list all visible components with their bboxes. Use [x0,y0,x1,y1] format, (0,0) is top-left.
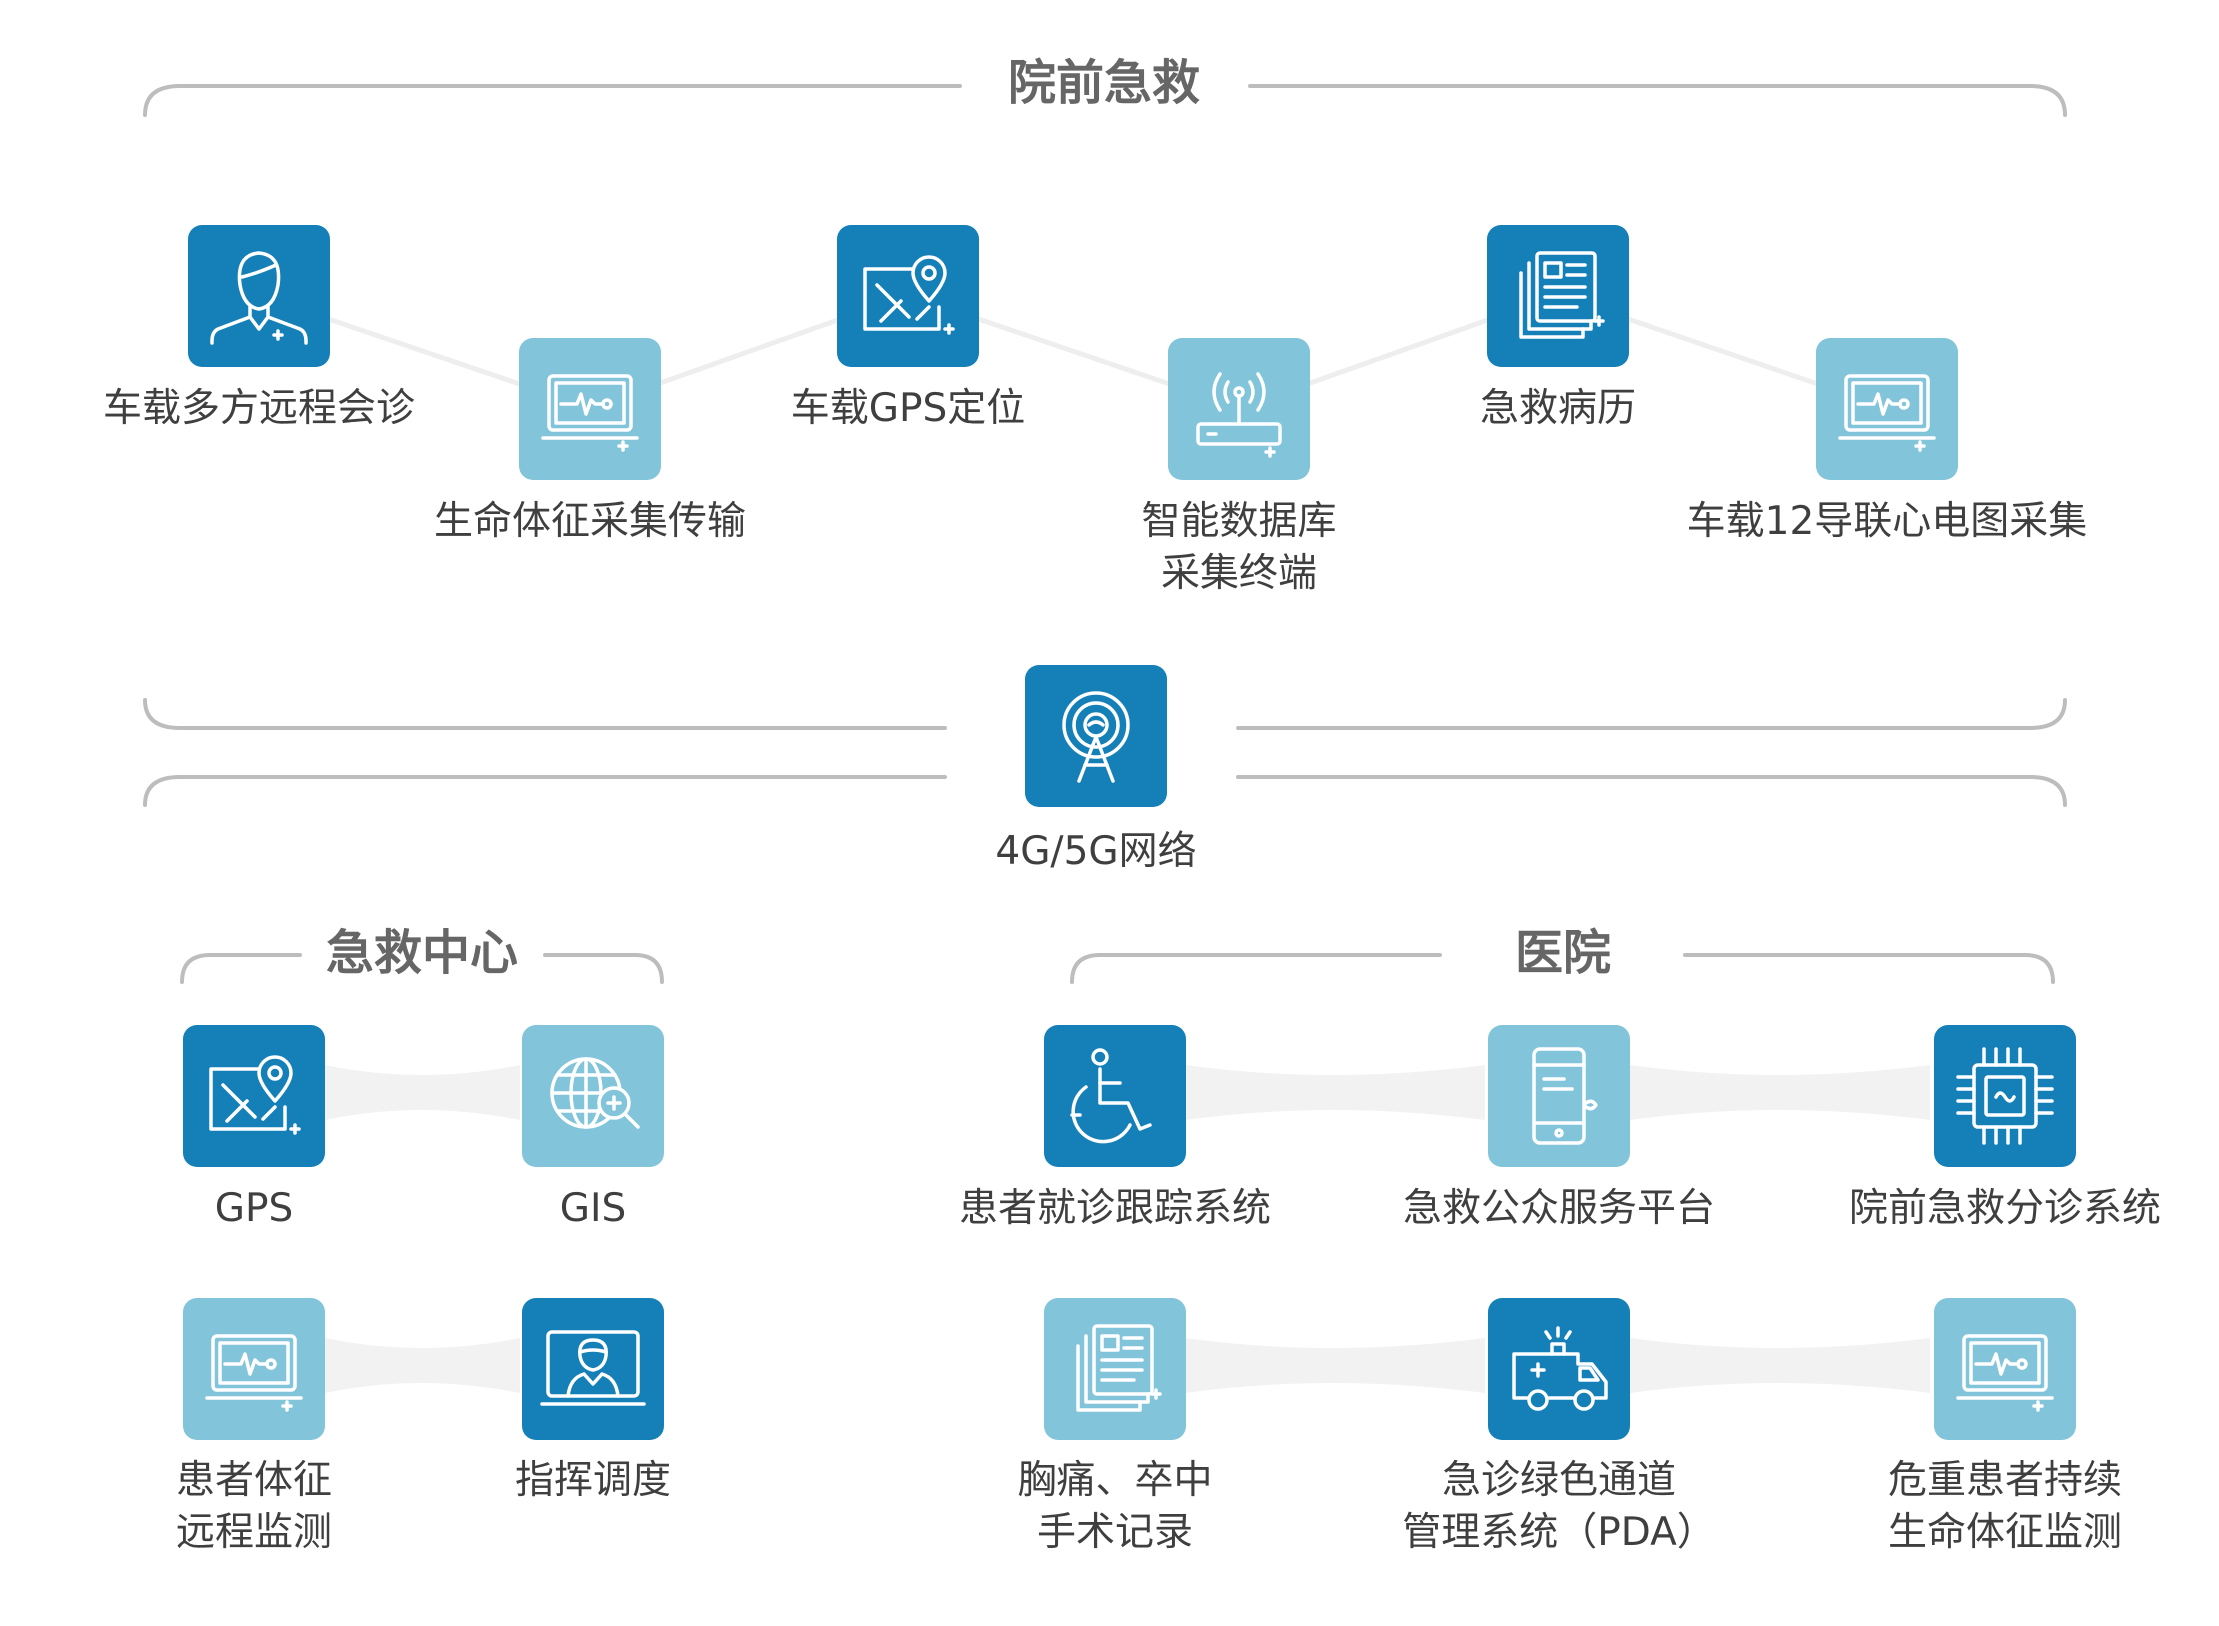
tile-patient-tracking [1044,1025,1186,1167]
bracket-prehospital [143,84,2067,117]
tile-triage-system [1934,1025,2076,1167]
router-antenna-icon [1196,372,1282,458]
ecg-monitor-icon [1838,374,1936,452]
map-pin-icon [209,1055,301,1135]
label-surgery-record-line2: 手术记录 [1036,1510,1193,1555]
globe-search-icon [550,1057,640,1129]
tile-gps [183,1025,325,1167]
wheelchair-icon [1070,1048,1152,1144]
label-public-service: 急救公众服务平台 [1402,1186,1715,1231]
map-pin-icon [863,255,955,335]
tile-remote-consultation [188,225,330,367]
band-connector [1185,1338,1485,1393]
label-smart-database-line2: 采集终端 [1160,551,1317,596]
tile-gis [522,1025,664,1167]
label-critical-monitoring-line2: 生命体征监测 [1887,1510,2122,1555]
vital-monitor-icon [1956,1334,2054,1412]
label-patient-tracking: 患者就诊跟踪系统 [958,1186,1271,1231]
chip-icon [1956,1047,2054,1145]
tile-critical-monitoring [1934,1298,2076,1440]
tile-smart-database [1168,338,1310,480]
bracket-center [180,953,664,984]
label-emergency-record: 急救病历 [1479,386,1636,431]
medical-record-icon [1519,251,1605,339]
label-green-channel: 急诊绿色通道 [1441,1458,1676,1503]
tile-remote-vital-monitor [183,1298,325,1440]
tile-emergency-record [1487,225,1629,367]
tile-ecg-collection [1816,338,1958,480]
band-connector [325,1338,520,1393]
medical-record-icon [1076,1324,1162,1412]
tile-command-dispatch [522,1298,664,1440]
bracket-hospital [1070,953,2055,984]
section-title-hospital: 医院 [1514,925,1611,981]
label-gps: GPS [214,1186,294,1231]
band-connector [1630,1065,1930,1120]
signal-tower-icon [1062,691,1130,783]
label-critical-monitoring: 危重患者持续 [1887,1458,2122,1503]
label-remote-consultation: 车载多方远程会诊 [102,386,415,431]
label-surgery-record: 胸痛、卒中 [1017,1458,1213,1503]
tile-network [1025,665,1167,807]
label-vital-transmission: 生命体征采集传输 [433,499,746,544]
label-ecg-collection: 车载12导联心电图采集 [1686,499,2088,544]
label-remote-vital-monitor-line2: 远程监测 [175,1510,332,1555]
vital-monitor-icon [205,1334,303,1412]
band-connector [1185,1065,1485,1120]
bracket-network-bottom [143,775,2067,807]
band-connector [325,1065,520,1120]
label-gis: GIS [559,1186,627,1231]
band-connector [1630,1338,1930,1393]
label-triage-system: 院前急救分诊系统 [1848,1186,2161,1231]
tile-vehicle-gps [837,225,979,367]
doctor-icon [210,251,308,345]
tile-green-channel [1488,1298,1630,1440]
label-network: 4G/5G网络 [995,829,1197,874]
tile-public-service [1488,1025,1630,1167]
tile-vital-transmission [519,338,661,480]
section-title-center: 急救中心 [325,925,518,981]
label-smart-database: 智能数据库 [1141,499,1337,544]
label-vehicle-gps: 车载GPS定位 [790,386,1026,431]
label-green-channel-line2: 管理系统（PDA） [1402,1510,1716,1555]
bracket-network-top [143,698,2067,730]
vital-monitor-icon [541,374,639,452]
tile-surgery-record [1044,1298,1186,1440]
section-title-prehospital: 院前急救 [1007,55,1200,111]
video-operator-icon [540,1330,646,1406]
label-command-dispatch: 指挥调度 [514,1458,671,1503]
label-remote-vital-monitor: 患者体征 [175,1458,332,1503]
ambulance-icon [1512,1326,1608,1411]
mobile-phone-icon [1532,1047,1598,1145]
